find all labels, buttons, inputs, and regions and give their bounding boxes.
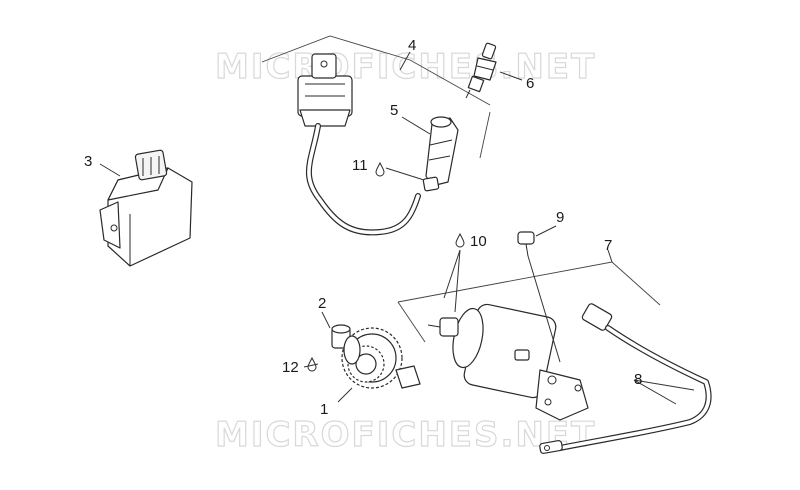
spark-plug-cap [422,116,459,192]
spark-plug [465,42,497,99]
callout-5: 5 [390,102,398,119]
callout-2: 2 [318,295,326,312]
starter-cable [539,303,712,454]
callout-4: 4 [408,37,416,54]
watermark-top: MICROFICHES.NET [215,47,596,87]
oil-drop-icon [375,161,385,177]
group-bracket-4 [261,35,491,159]
callout-11: 11 [352,157,368,174]
callout-6: 6 [526,75,534,92]
watermark-bottom: MICROFICHES.NET [215,415,596,455]
callout-3: 3 [84,153,92,170]
cdi-unit [99,149,193,267]
callout-10: 10 [470,233,487,250]
callout-12: 12 [282,359,299,376]
screw [517,231,535,257]
starter-motor [427,303,589,421]
callout-1: 1 [320,401,328,418]
oil-drop-icon [307,356,317,372]
oil-drop-icon [455,232,465,248]
callout-8: 8 [634,371,642,388]
callout-9: 9 [556,209,564,226]
leader-lines [99,51,695,405]
starter-gear [341,327,421,389]
ignition-coil [297,53,421,236]
callout-7: 7 [604,237,612,254]
